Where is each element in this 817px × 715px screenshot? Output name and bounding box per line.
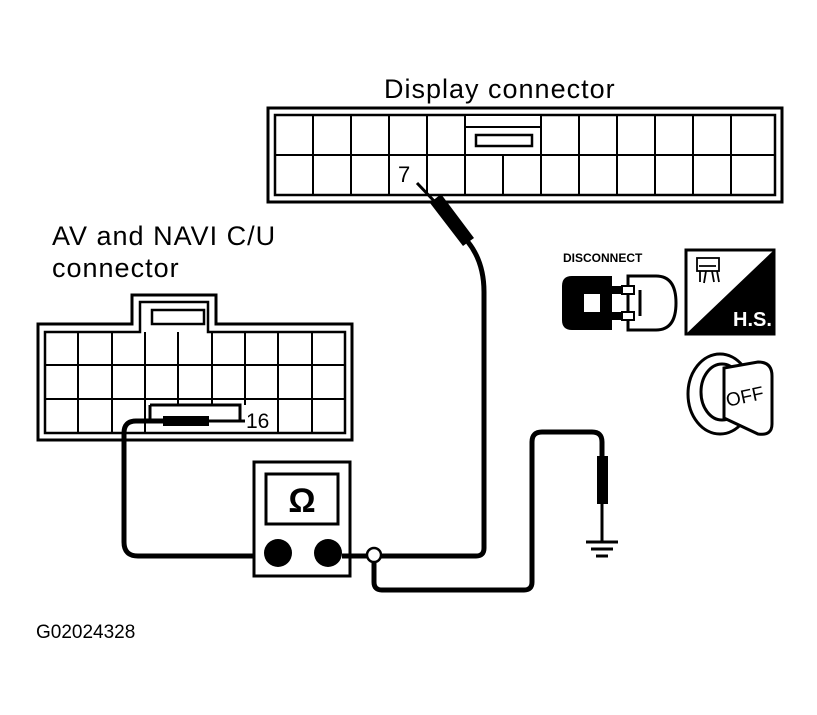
- display-connector-latch: [474, 133, 534, 148]
- av-navi-probe: [121, 403, 262, 559]
- ohmmeter-terminal-left: [264, 539, 292, 567]
- ground-icon: [586, 540, 618, 558]
- harness-side-icon: H.S.: [684, 248, 776, 336]
- ohmmeter-terminal-right: [314, 539, 342, 567]
- ground-probe: [597, 456, 608, 542]
- display-pin-7-label: 7: [398, 162, 410, 187]
- disconnect-label: DISCONNECT: [563, 251, 643, 265]
- av-navi-connector-latch: [150, 308, 206, 326]
- figure-id: G02024328: [36, 622, 135, 643]
- lead-junction: [365, 546, 383, 564]
- ohmmeter: Ω: [252, 460, 352, 578]
- display-connector-title: Display connector: [384, 74, 616, 104]
- av-navi-connector: 16: [36, 293, 354, 442]
- av-navi-connector-grid: [45, 332, 345, 433]
- hs-label: H.S.: [733, 309, 772, 331]
- av-navi-pin-16-label: 16: [246, 410, 269, 433]
- display-probe: [378, 181, 487, 559]
- ignition-key-off-icon: OFF: [686, 352, 774, 436]
- ground-lead: [371, 429, 605, 593]
- av-navi-title-line2: connector: [52, 253, 180, 283]
- display-connector: 7: [266, 106, 784, 204]
- ohm-symbol: Ω: [288, 482, 315, 520]
- av-navi-title-line1: AV and NAVI C/U: [52, 221, 276, 251]
- connector-disconnect-icon: [562, 274, 678, 332]
